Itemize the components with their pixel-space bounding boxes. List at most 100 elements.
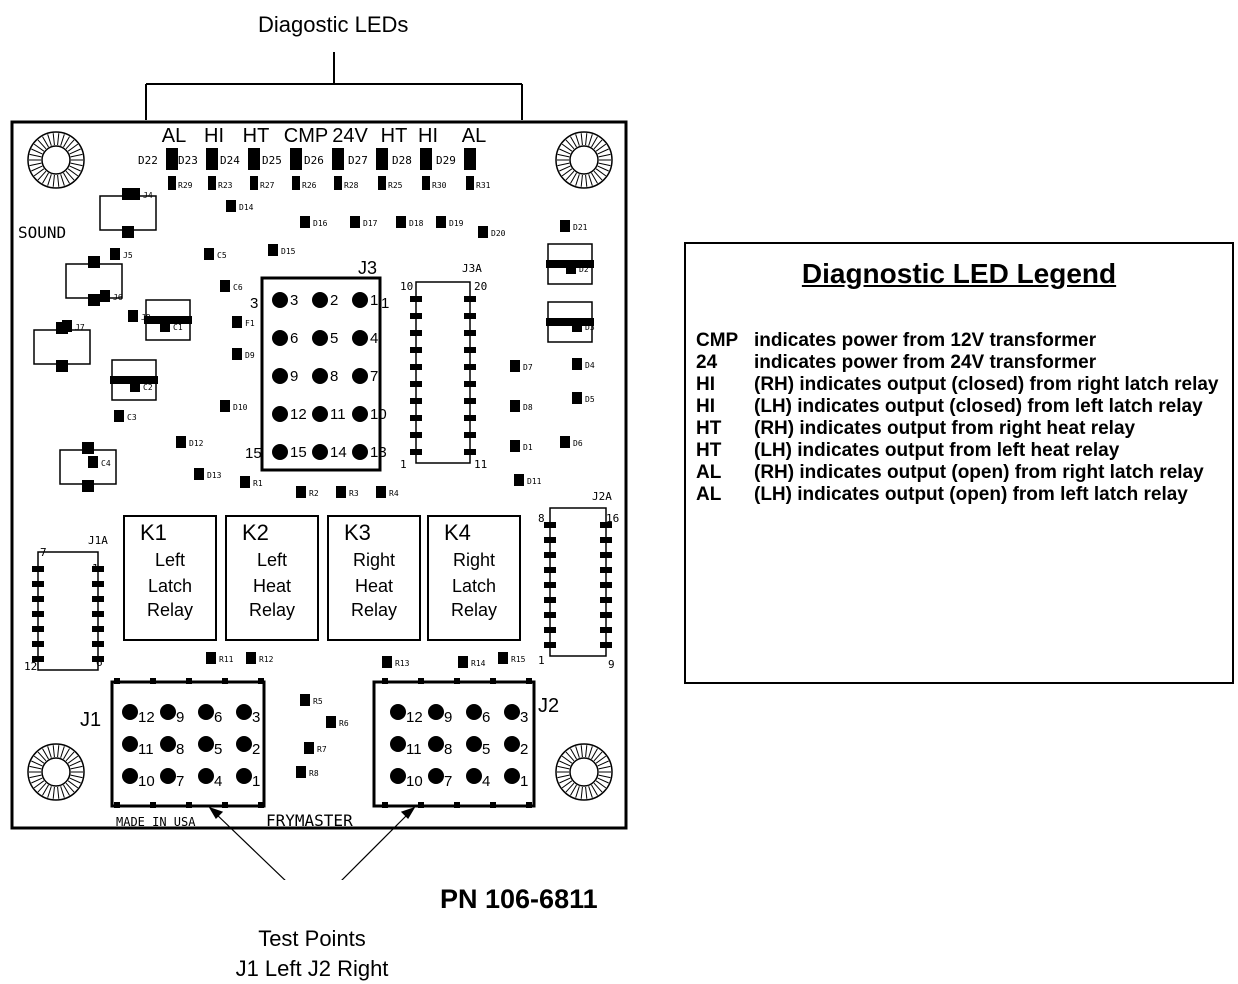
j2a-label: J2A: [592, 490, 612, 503]
legend-key: AL: [696, 462, 722, 483]
part-ref: R7: [317, 745, 327, 754]
j2-tab: [382, 678, 388, 684]
smd-part: [510, 360, 520, 372]
smd-part: [458, 656, 468, 668]
j2-tab: [454, 802, 460, 808]
led-ref: D22: [138, 154, 158, 167]
j1-tab: [114, 802, 120, 808]
j2-tab: [382, 802, 388, 808]
smd-part: [88, 456, 98, 468]
j3a-pin-d: 11: [474, 458, 487, 471]
capacitor-pad: [546, 318, 594, 326]
legend-row: AL(LH) indicates output (open) from left…: [696, 484, 1232, 506]
led-ref: D28: [392, 154, 412, 167]
switch-pad: [122, 226, 134, 238]
smd-part: [572, 358, 582, 370]
part-ref: D11: [527, 477, 542, 486]
relay-line2: Heat: [355, 576, 393, 596]
led-resistor: [250, 176, 258, 190]
made-in-label: MADE IN USA: [116, 815, 196, 829]
diagnostic-leds-title: Diagostic LEDs: [258, 12, 409, 37]
led-resistor: [422, 176, 430, 190]
led-diode: [166, 148, 178, 170]
j1-tab: [186, 678, 192, 684]
led-diode: [332, 148, 344, 170]
relay-line1: Left: [257, 550, 287, 570]
led-diode: [290, 148, 302, 170]
j3-pin: [312, 406, 328, 422]
j1-pin-label: 2: [252, 741, 260, 758]
part-ref: R1: [253, 479, 263, 488]
led-label: AL: [162, 125, 186, 147]
j3a-pin-c: 1: [400, 458, 407, 471]
j1-pin: [122, 704, 138, 720]
part-ref: D6: [573, 439, 583, 448]
j1-pin-label: 3: [252, 709, 260, 726]
j2-tab: [490, 678, 496, 684]
switch-pad: [82, 480, 94, 492]
j3-corner: 15: [245, 445, 262, 462]
j2-pin: [504, 768, 520, 784]
smd-part: [296, 766, 306, 778]
led-label: AL: [462, 125, 486, 147]
j2a-pin-d: 9: [608, 658, 615, 671]
part-ref: D12: [189, 439, 204, 448]
j1-pin: [160, 736, 176, 752]
smd-part: [510, 400, 520, 412]
j3a-pin-a: 10: [400, 280, 413, 293]
legend-text: (LH) indicates output (open) from left l…: [754, 484, 1188, 505]
led-label: CMP: [284, 125, 328, 147]
led-diode: [420, 148, 432, 170]
j3-pin: [352, 444, 368, 460]
smd-part: [232, 348, 242, 360]
j3a-header: J3A 10 20 1 11: [400, 262, 487, 471]
smd-part: [194, 468, 204, 480]
misc-components: J4J5J6J7J9C1C2C3C4C5C6F1D9D10D12D13D14D1…: [33, 188, 595, 778]
part-ref: C3: [127, 413, 137, 422]
part-ref: D17: [363, 219, 378, 228]
j3-pin-label: 12: [290, 406, 307, 423]
j3-pin: [272, 406, 288, 422]
j1-pin-label: 8: [176, 741, 184, 758]
legend-row: HT(RH) indicates output from right heat …: [696, 418, 1232, 440]
capacitor-pad: [110, 376, 158, 384]
j2-pin: [390, 768, 406, 784]
led-bracket: [145, 52, 523, 120]
smd-part: [220, 400, 230, 412]
j2-pin-label: 10: [406, 773, 423, 790]
part-ref: D4: [585, 361, 595, 370]
j2a-header: J2A 8 16 1 9: [538, 490, 619, 671]
smd-part: [478, 226, 488, 238]
legend-text: (LH) indicates output from left heat rel…: [754, 440, 1120, 461]
j3-pin-label: 2: [330, 292, 338, 309]
part-ref: D19: [449, 219, 464, 228]
j1-pin: [198, 768, 214, 784]
part-ref: D8: [523, 403, 533, 412]
part-ref: D3: [585, 323, 595, 332]
j2-pin: [390, 736, 406, 752]
smd-part: [300, 216, 310, 228]
j1-pin-label: 12: [138, 709, 155, 726]
part-ref: R15: [511, 655, 526, 664]
part-ref: D5: [585, 395, 595, 404]
j2-pin: [466, 768, 482, 784]
j2-tab: [454, 678, 460, 684]
j3-pin: [352, 368, 368, 384]
j3a-pin-b: 20: [474, 280, 487, 293]
j1-pin-label: 10: [138, 773, 155, 790]
led-diode: [206, 148, 218, 170]
mounting-hole: [27, 743, 85, 801]
j2-pin: [466, 704, 482, 720]
resistor-ref: R29: [178, 181, 193, 190]
relay-line3: Relay: [351, 600, 397, 620]
led-resistor: [168, 176, 176, 190]
j3-side-left: 3: [250, 295, 258, 312]
j3-pin-label: 9: [290, 368, 298, 385]
relay-line2: Latch: [452, 576, 496, 596]
legend-row: HT(LH) indicates output from left heat r…: [696, 440, 1232, 462]
